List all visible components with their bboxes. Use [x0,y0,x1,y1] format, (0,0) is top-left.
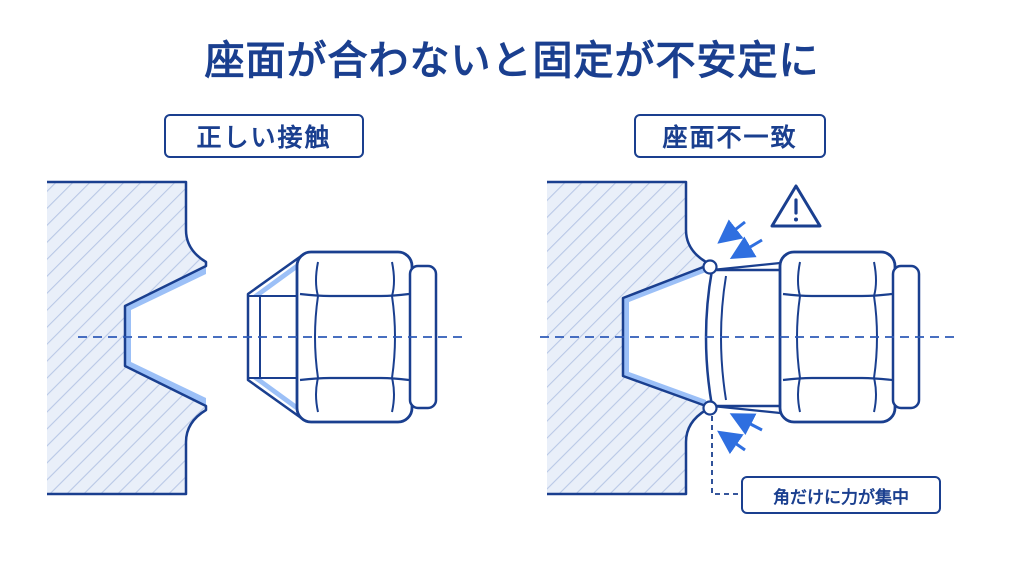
force-arrow-icon [729,236,763,260]
right-diagram [540,180,958,496]
label-correct-contact: 正しい接触 [164,114,364,158]
page-title: 座面が合わないと固定が不安定に [204,38,820,84]
contact-point-icon [702,400,718,416]
warning-icon [770,184,822,228]
stress-concentration-callout: 角だけに力が集中 [741,476,941,514]
left-diagram [47,180,462,496]
force-arrow-icon [717,219,746,244]
callout-leader-line [711,416,741,495]
force-arrow-icon [717,430,746,455]
contact-point-icon [702,259,718,275]
label-seat-mismatch: 座面不一致 [634,114,826,158]
left-seat-highlight [125,266,206,406]
force-arrow-icon [729,413,763,435]
right-cone-seat [623,266,706,406]
